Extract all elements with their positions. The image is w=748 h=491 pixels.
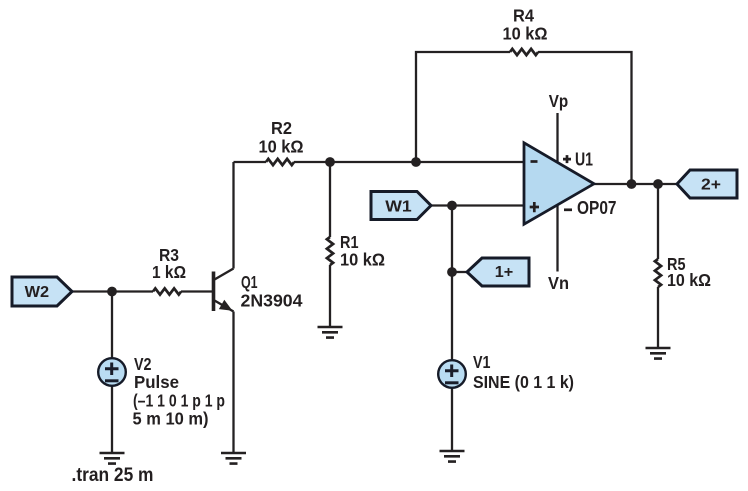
svg-text:10 kΩ: 10 kΩ — [259, 137, 304, 157]
svg-text:2+: 2+ — [701, 177, 721, 194]
svg-text:2N3904: 2N3904 — [241, 291, 303, 311]
svg-text:1+: 1+ — [495, 264, 514, 281]
svg-text:10 kΩ: 10 kΩ — [503, 23, 548, 43]
svg-text:SINE (0 1 1 k): SINE (0 1 1 k) — [473, 372, 574, 392]
svg-text:Q1: Q1 — [241, 272, 258, 292]
svg-text:10 kΩ: 10 kΩ — [667, 270, 711, 290]
svg-text:10 kΩ: 10 kΩ — [340, 250, 385, 270]
svg-text:V2: V2 — [134, 354, 152, 374]
svg-text:R1: R1 — [340, 232, 359, 252]
svg-text:1 kΩ: 1 kΩ — [152, 262, 186, 282]
svg-text:Vn: Vn — [548, 273, 569, 293]
svg-text:R3: R3 — [159, 245, 179, 265]
svg-text:OP07: OP07 — [577, 198, 617, 218]
svg-text:W1: W1 — [385, 199, 412, 216]
svg-text:(–1 1 0 1 p 1 p: (–1 1 0 1 p 1 p — [133, 391, 225, 411]
svg-text:.tran 25 m: .tran 25 m — [72, 465, 154, 486]
svg-text:U1: U1 — [575, 150, 593, 170]
svg-text:R5: R5 — [667, 254, 686, 274]
svg-text:Vp: Vp — [549, 91, 569, 111]
svg-text:W2: W2 — [25, 284, 50, 301]
svg-text:R2: R2 — [271, 118, 292, 138]
svg-text:V1: V1 — [473, 352, 491, 372]
svg-text:Pulse: Pulse — [134, 372, 179, 392]
svg-text:R4: R4 — [513, 6, 534, 26]
svg-text:5 m 10 m): 5 m 10 m) — [133, 409, 209, 429]
